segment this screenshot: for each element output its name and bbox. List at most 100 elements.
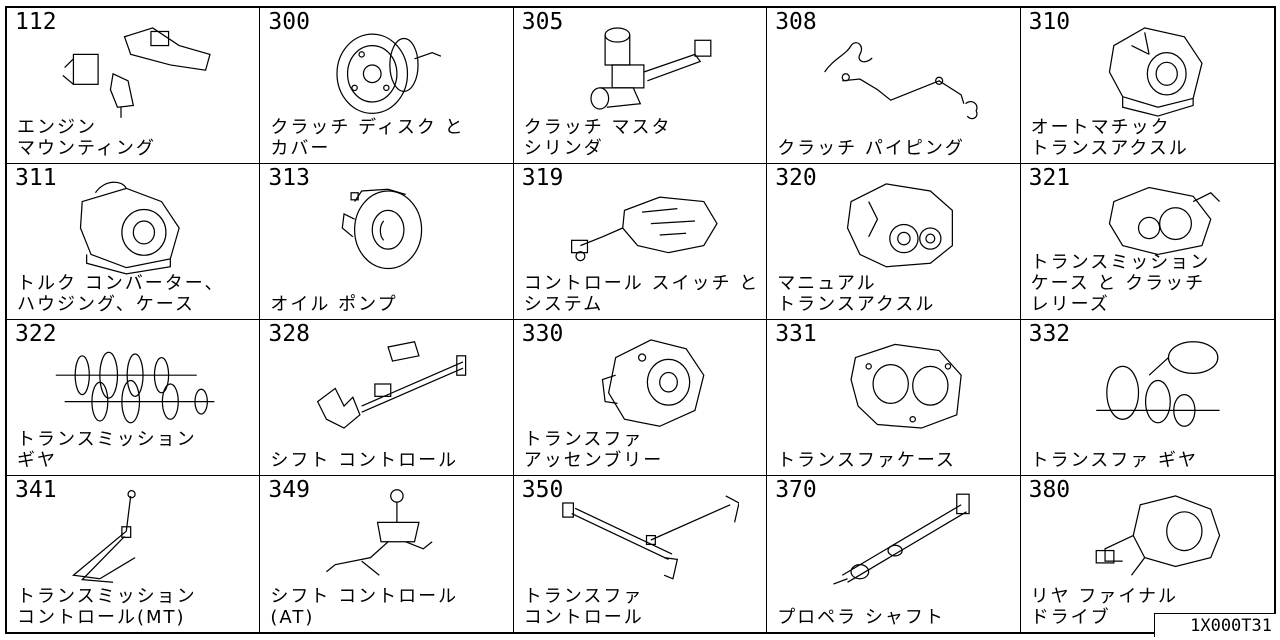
part-code: 331 bbox=[775, 321, 817, 347]
part-label: クラッチ マスタシリンダ bbox=[524, 117, 672, 159]
part-label-line: ケース と クラッチ bbox=[1030, 273, 1206, 294]
catalog-cell-305[interactable]: 305 クラッチ マスタシリンダ bbox=[513, 8, 768, 164]
part-label: トランスミッションケース と クラッチレリーズ bbox=[1031, 252, 1211, 315]
part-label-line: クラッチ ディスク と bbox=[270, 117, 465, 138]
transfer-case-icon bbox=[807, 328, 992, 440]
part-label-line: マウンティング bbox=[17, 138, 156, 159]
catalog-cell-349[interactable]: 349 シフト コントロール(AT) bbox=[260, 476, 514, 632]
manual-transaxle-icon bbox=[807, 172, 992, 284]
part-label-line: クラッチ パイピング bbox=[777, 138, 965, 159]
catalog-cell-300[interactable]: 300 クラッチ ディスク とカバー bbox=[260, 8, 514, 164]
part-label: シフト コントロール(AT) bbox=[270, 586, 458, 628]
part-label-line: カバー bbox=[270, 138, 331, 159]
part-label-line: オイル ポンプ bbox=[270, 294, 398, 315]
part-label: クラッチ ディスク とカバー bbox=[270, 117, 464, 159]
part-label: プロペラ シャフト bbox=[777, 607, 945, 628]
part-label-line: トランスアクスル bbox=[1030, 138, 1189, 159]
catalog-cell-330[interactable]: 330 トランスファアッセンブリー bbox=[513, 320, 768, 476]
torque-converter-housing-icon bbox=[47, 172, 232, 284]
transmission-gear-icon bbox=[47, 328, 232, 440]
part-code: 300 bbox=[268, 9, 310, 35]
part-code: 320 bbox=[775, 165, 817, 191]
part-label: シフト コントロール bbox=[270, 450, 458, 471]
catalog-cell-313[interactable]: 313 オイル ポンプ bbox=[260, 164, 514, 320]
part-label-line: コントロール(MT) bbox=[17, 607, 186, 628]
part-label-line: トランスファ ギヤ bbox=[1030, 450, 1198, 471]
transmission-control-mt-icon bbox=[47, 484, 232, 596]
part-label-line: トランスファケース bbox=[777, 450, 956, 471]
catalog-cell-328[interactable]: 328 シフト コントロール bbox=[260, 320, 514, 476]
part-code: 313 bbox=[268, 165, 310, 191]
part-label: リヤ ファイナルドライブ bbox=[1031, 586, 1178, 628]
catalog-cell-311[interactable]: 311 トルク コンバーター、ハウジング、ケース bbox=[7, 164, 261, 320]
part-label: トルク コンバーター、ハウジング、ケース bbox=[17, 273, 225, 315]
catalog-cell-380[interactable]: 380 リヤ ファイナルドライブ bbox=[1021, 476, 1274, 632]
catalog-cell-310[interactable]: 310 オートマチックトランスアクスル bbox=[1020, 8, 1274, 164]
part-code: 330 bbox=[521, 321, 564, 347]
part-label-line: コントロール スイッチ と bbox=[523, 273, 760, 294]
part-code: 332 bbox=[1028, 321, 1071, 347]
catalog-cell-331[interactable]: 331 トランスファケース bbox=[767, 320, 1021, 476]
catalog-cell-321[interactable]: 321 トランスミッションケース と クラッチレリーズ bbox=[1020, 164, 1274, 320]
catalog-cell-308[interactable]: 308 クラッチ パイピング bbox=[767, 8, 1021, 164]
part-label-line: トランスファ bbox=[523, 586, 644, 607]
part-code: 341 bbox=[15, 477, 57, 503]
part-label-line: トランスアクスル bbox=[777, 294, 936, 315]
automatic-transaxle-icon bbox=[1061, 16, 1246, 128]
part-label: オートマチックトランスアクスル bbox=[1031, 117, 1189, 159]
catalog-cell-341[interactable]: 341 トランスミッションコントロール(MT) bbox=[7, 476, 261, 632]
oil-pump-icon bbox=[300, 172, 485, 284]
part-code: 380 bbox=[1028, 477, 1071, 503]
part-label: クラッチ パイピング bbox=[777, 138, 965, 159]
part-label-line: レリーズ bbox=[1030, 294, 1110, 315]
part-label: トランスファアッセンブリー bbox=[524, 429, 663, 471]
transfer-gear-icon bbox=[1061, 328, 1246, 440]
part-label-line: ドライブ bbox=[1030, 607, 1111, 628]
part-label-line: (AT) bbox=[270, 607, 315, 628]
part-label-line: オートマチック bbox=[1030, 117, 1171, 138]
catalog-cell-350[interactable]: 350 トランスファコントロール bbox=[514, 476, 768, 632]
part-code: 310 bbox=[1028, 9, 1071, 35]
part-label-line: トランスファ bbox=[523, 429, 644, 450]
part-label-line: システム bbox=[523, 294, 604, 315]
parts-catalog-grid: 112 エンジンマウンティング 300 クラッチ ディスク とカバー 305 ク… bbox=[5, 6, 1276, 634]
part-code: 321 bbox=[1028, 165, 1071, 191]
part-label: トランスミッションコントロール(MT) bbox=[17, 586, 197, 628]
shift-control-at-icon bbox=[300, 484, 485, 596]
part-code: 112 bbox=[15, 9, 57, 35]
part-label-line: トランスミッション bbox=[17, 429, 197, 450]
part-code: 319 bbox=[521, 165, 564, 191]
transfer-control-icon bbox=[554, 484, 740, 596]
clutch-disc-cover-icon bbox=[300, 16, 485, 128]
part-label-line: トランスミッション bbox=[1030, 252, 1211, 273]
catalog-cell-322[interactable]: 322 トランスミッションギヤ bbox=[7, 320, 261, 476]
part-label-line: コントロール bbox=[523, 607, 644, 628]
propeller-shaft-icon bbox=[807, 484, 992, 596]
rear-final-drive-icon bbox=[1061, 484, 1246, 596]
catalog-cell-319[interactable]: 319 コントロール スイッチ とシステム bbox=[513, 164, 768, 320]
part-label: エンジンマウンティング bbox=[17, 117, 156, 159]
part-code: 370 bbox=[775, 477, 817, 503]
catalog-cell-332[interactable]: 332 トランスファ ギヤ bbox=[1020, 320, 1274, 476]
engine-mounting-icon bbox=[47, 16, 232, 128]
part-label: オイル ポンプ bbox=[270, 294, 397, 315]
reference-code: 1X000T31 bbox=[1154, 613, 1276, 637]
part-code: 308 bbox=[775, 9, 817, 35]
part-label-line: アッセンブリー bbox=[523, 450, 664, 471]
part-label: トランスミッションギヤ bbox=[17, 429, 197, 471]
transfer-assembly-icon bbox=[554, 328, 739, 440]
part-label: マニュアルトランスアクスル bbox=[777, 273, 935, 315]
clutch-master-cylinder-icon bbox=[554, 16, 739, 128]
part-code: 349 bbox=[268, 477, 310, 503]
catalog-cell-112[interactable]: 112 エンジンマウンティング bbox=[7, 8, 261, 164]
shift-control-icon bbox=[300, 328, 485, 440]
part-label-line: トランスミッション bbox=[17, 586, 197, 607]
part-label-line: プロペラ シャフト bbox=[777, 607, 945, 628]
catalog-cell-320[interactable]: 320 マニュアルトランスアクスル bbox=[767, 164, 1021, 320]
part-label-line: シフト コントロール bbox=[270, 586, 459, 607]
part-code: 328 bbox=[268, 321, 310, 347]
part-code: 305 bbox=[521, 9, 564, 35]
catalog-cell-370[interactable]: 370 プロペラ シャフト bbox=[767, 476, 1021, 632]
part-label-line: リヤ ファイナル bbox=[1030, 586, 1178, 607]
part-label: トランスファケース bbox=[777, 450, 956, 471]
